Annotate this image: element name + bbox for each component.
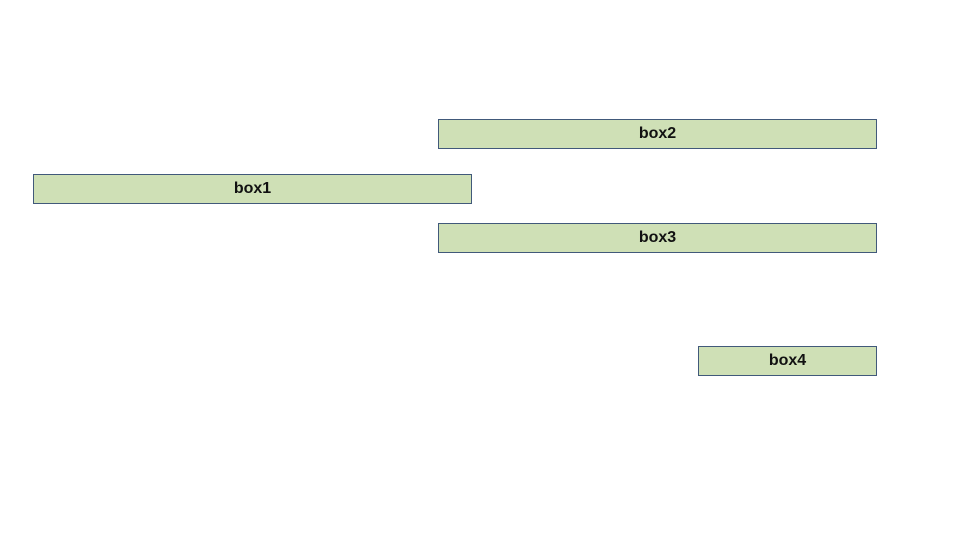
box3-label: box3: [638, 229, 677, 246]
box1-label: box1: [233, 180, 272, 197]
box4-shape[interactable]: box4: [698, 346, 877, 376]
box2-shape[interactable]: box2: [438, 119, 877, 149]
box1-shape[interactable]: box1: [33, 174, 472, 204]
box4-label: box4: [768, 352, 807, 369]
box2-label: box2: [638, 125, 677, 142]
box3-shape[interactable]: box3: [438, 223, 877, 253]
